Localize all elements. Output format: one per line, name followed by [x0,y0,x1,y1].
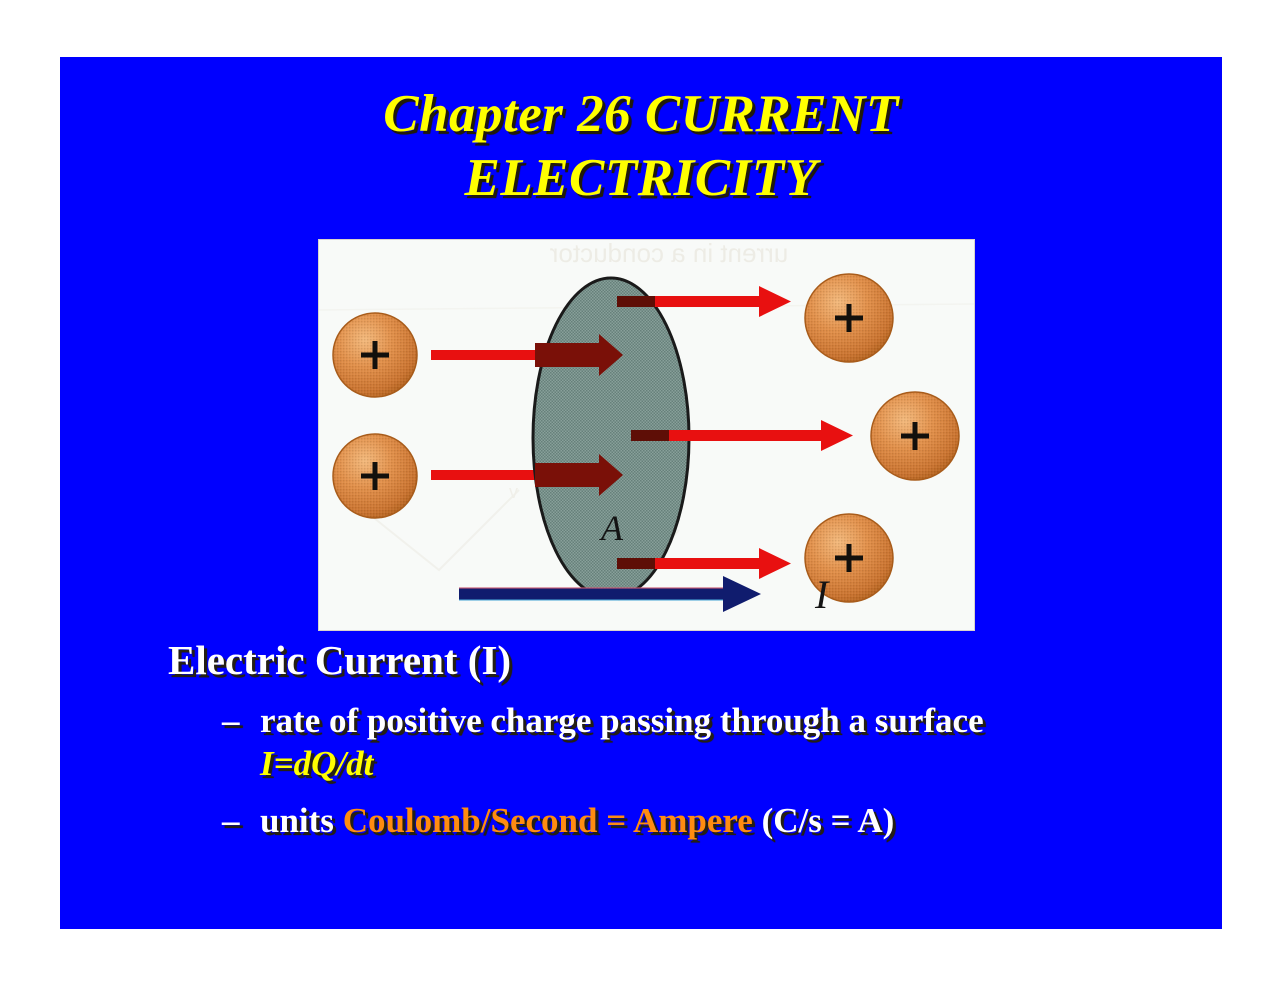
incoming-arrows [431,350,571,480]
charge-group-right [804,273,960,603]
current-direction-arrow: I [459,572,830,617]
charge-particle [804,273,894,363]
slide-canvas: Chapter 26 CURRENT ELECTRICITY [60,57,1222,929]
heading-electric-current: Electric Current (I) [168,635,1222,685]
bullet-2-suffix: (C/s = A) [752,801,895,840]
charge-particle [804,513,894,603]
bullet-dash: – [222,701,240,740]
current-label: I [814,572,830,617]
charge-group-left [332,312,418,519]
charge-particle [870,391,960,481]
charge-particle [332,433,418,519]
title-line-1: Chapter 26 CURRENT [383,85,899,143]
bullet-2-text: units [260,801,343,840]
bullet-1-text: rate of positive charge passing through … [260,701,984,740]
bullet-1-formula: I=dQ/dt [260,744,374,783]
bullet-item-2: –units Coulomb/Second = Ampere (C/s = A) [222,799,1102,842]
bullet-item-1: –rate of positive charge passing through… [222,699,1102,785]
bullet-2-units: Coulomb/Second = Ampere [342,801,753,840]
slide-title: Chapter 26 CURRENT ELECTRICITY [60,82,1222,210]
bullet-dash: – [222,801,240,840]
outgoing-arrows [655,286,853,579]
inner-arrowheads [535,334,623,496]
heading-text: Electric Current (I) [168,637,512,683]
charge-particle [332,312,418,398]
svg-text:v: v [509,482,518,502]
exit-stubs [617,296,669,569]
slide-body: Electric Current (I) –rate of positive c… [60,635,1222,842]
title-line-2: ELECTRICITY [464,149,818,207]
figure-current-through-surface: urrent in a conductor v A [319,240,974,630]
svg-text:urrent in a conductor: urrent in a conductor [549,240,788,268]
surface-area-label: A [599,508,624,548]
